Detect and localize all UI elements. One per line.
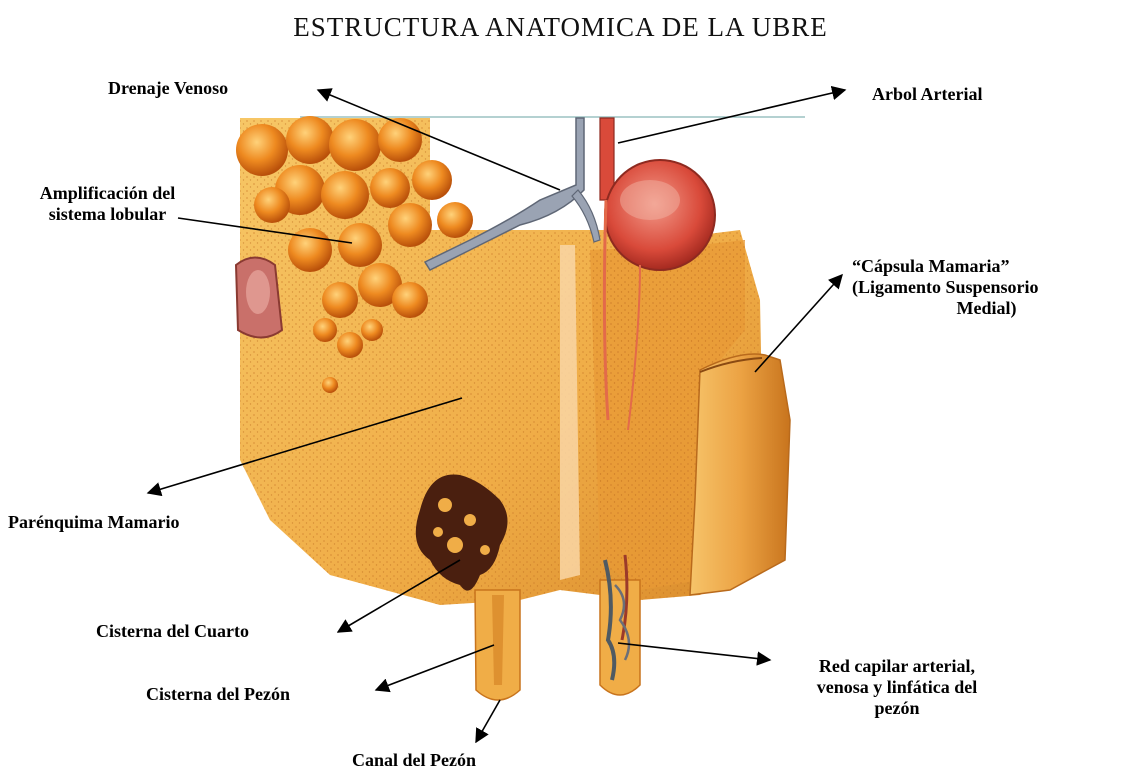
cut-vessel-lumen	[246, 270, 270, 314]
label-capsula: “Cápsula Mamaria” (Ligamento Suspensorio…	[852, 256, 1121, 319]
lobule	[370, 168, 410, 208]
artery-cross-texture	[620, 180, 680, 220]
label-red-capilar-line2: venosa y linfática del	[772, 677, 1022, 698]
label-canal-pezon: Canal del Pezón	[352, 750, 476, 771]
label-capsula-line1: “Cápsula Mamaria”	[852, 256, 1121, 277]
label-amplificacion-line1: Amplificación del	[10, 183, 205, 204]
cistern-pocket	[447, 537, 463, 553]
label-capsula-line2: (Ligamento Suspensorio	[852, 277, 1121, 298]
teat-cistern	[492, 595, 504, 685]
label-parenquima: Parénquima Mamario	[8, 512, 179, 533]
label-red-capilar-line1: Red capilar arterial,	[772, 656, 1022, 677]
mammary-capsule	[690, 354, 790, 595]
cistern-pocket	[480, 545, 490, 555]
arrow-red-capilar	[618, 643, 770, 660]
label-cisterna-cuarto: Cisterna del Cuarto	[96, 621, 249, 642]
lobule	[388, 203, 432, 247]
lobule	[437, 202, 473, 238]
cistern-pocket	[464, 514, 476, 526]
label-cisterna-pezon: Cisterna del Pezón	[146, 684, 290, 705]
lobule	[337, 332, 363, 358]
cistern-pocket	[438, 498, 452, 512]
lobule	[338, 223, 382, 267]
lobule	[313, 318, 337, 342]
cistern-pocket	[433, 527, 443, 537]
lobule	[392, 282, 428, 318]
label-arbol-arterial: Arbol Arterial	[872, 84, 982, 105]
lobule	[254, 187, 290, 223]
label-amplificacion: Amplificación del sistema lobular	[10, 183, 205, 225]
label-red-capilar: Red capilar arterial, venosa y linfática…	[772, 656, 1022, 719]
lobule	[321, 171, 369, 219]
lobule	[361, 319, 383, 341]
lobule	[236, 124, 288, 176]
lobule	[286, 116, 334, 164]
lobule	[322, 282, 358, 318]
arrow-canal-pezon	[476, 700, 500, 742]
label-drenaje-venoso: Drenaje Venoso	[108, 78, 228, 99]
arrow-capsula	[755, 275, 842, 372]
label-red-capilar-line3: pezón	[772, 698, 1022, 719]
label-amplificacion-line2: sistema lobular	[10, 204, 205, 225]
lobule	[329, 119, 381, 171]
lobule	[412, 160, 452, 200]
label-capsula-line3: Medial)	[852, 298, 1121, 319]
diagram-title: ESTRUCTURA ANATOMICA DE LA UBRE	[0, 12, 1121, 43]
lobule	[322, 377, 338, 393]
teat-right	[600, 580, 640, 695]
